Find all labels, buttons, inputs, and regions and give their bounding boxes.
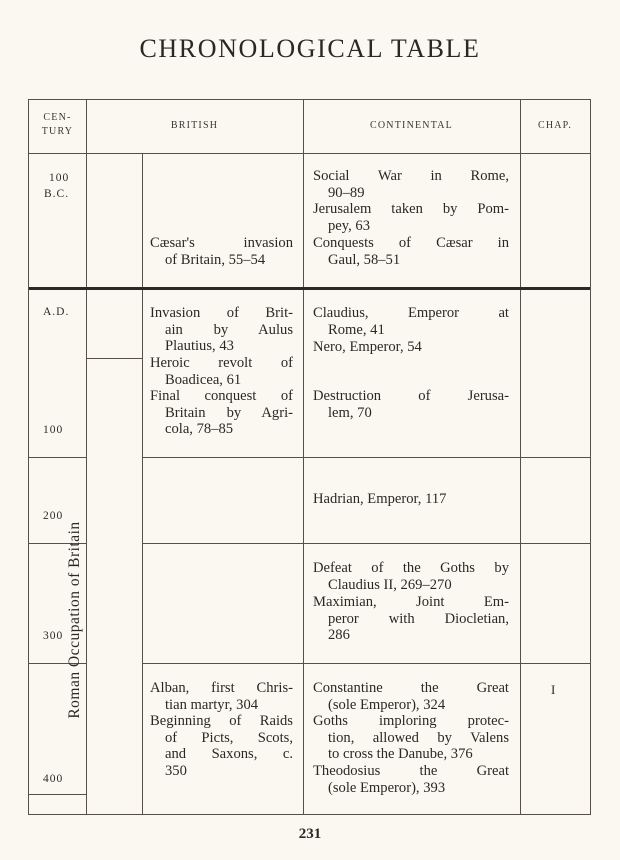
entry-line: Defeat of the Goths by	[313, 560, 509, 576]
row-divider	[29, 663, 86, 664]
continental-maximian-entry: Maximian, Joint Em- peror with Diocletia…	[313, 594, 509, 644]
entry-line: Britain by Agri-	[165, 404, 293, 421]
entry-line: Alban, first Chris-	[150, 680, 293, 696]
header-british: BRITISH	[170, 120, 219, 131]
continental-theodosius-entry: Theodosius the Great (sole Emperor), 393	[313, 763, 509, 796]
century-300: 300	[43, 630, 64, 642]
continental-goths-protection-entry: Goths imploring protec- tion, allowed by…	[313, 713, 509, 763]
century-400: 400	[43, 773, 64, 785]
british-raids-entry: Beginning of Raids of Picts, Scots, and …	[150, 713, 293, 779]
chapter-number: I	[551, 682, 556, 697]
entry-line: Final conquest of	[150, 388, 293, 404]
century-bc-label: B.C.	[44, 188, 70, 200]
entry-line: 286	[328, 627, 350, 644]
continental-claudius-entry: Claudius, Emperor at Rome, 41	[313, 305, 509, 338]
entry-line: Invasion of Brit-	[150, 305, 293, 321]
british-revolt-entry: Heroic revolt of Boadicea, 61	[150, 355, 293, 388]
entry-line: Social War in Rome,	[313, 168, 509, 184]
entry-line: Theodosius the Great	[313, 763, 509, 779]
entry-line: tion, allowed by Valens	[328, 729, 509, 746]
entry-line: cola, 78–85	[165, 421, 234, 438]
british-conquest-entry: Final conquest of Britain by Agri- cola,…	[150, 388, 293, 438]
entry-line: Conquests of Cæsar in	[313, 235, 509, 251]
continental-hadrian-entry: Hadrian, Emperor, 117	[313, 491, 509, 508]
header-chap: CHAP.	[537, 120, 573, 131]
entry-line: Claudius, Emperor at	[313, 305, 509, 321]
entry-line: lem, 70	[328, 404, 372, 421]
entry-line: and Saxons, c.	[165, 746, 293, 763]
entry-line: 90–89	[328, 184, 365, 201]
entry-line: 350	[165, 762, 187, 779]
continental-jerusalem-entry: Jerusalem taken by Pom- pey, 63	[313, 201, 509, 234]
century-100-bc: 100	[49, 172, 70, 184]
row-divider	[142, 663, 590, 664]
entry-line: Nero, Emperor, 54	[313, 339, 422, 355]
row-divider	[86, 358, 142, 359]
header-century-line2: TURY	[41, 126, 74, 137]
british-invasion-entry: Invasion of Brit- ain by Aulus Plautius,…	[150, 305, 293, 355]
continental-destruction-entry: Destruction of Jerusa- lem, 70	[313, 388, 509, 421]
british-alban-entry: Alban, first Chris- tian martyr, 304	[150, 680, 293, 713]
page-number: 231	[298, 826, 322, 842]
entry-line: pey, 63	[328, 217, 371, 234]
entry-line: Gaul, 58–51	[328, 251, 401, 268]
entry-line: Destruction of Jerusa-	[313, 388, 509, 404]
entry-line: Hadrian, Emperor, 117	[313, 491, 447, 507]
row-divider	[29, 794, 86, 795]
entry-line: to cross the Danube, 376	[328, 746, 473, 763]
chronological-table: CEN- TURY BRITISH CONTINENTAL CHAP. 100 …	[28, 99, 591, 815]
continental-gaul-entry: Conquests of Cæsar in Gaul, 58–51	[313, 235, 509, 268]
entry-line: Cæsar's invasion	[150, 235, 293, 251]
row-divider	[142, 543, 590, 544]
entry-line: of Picts, Scots,	[165, 729, 293, 746]
entry-line: Beginning of Raids	[150, 713, 293, 729]
bc-ad-divider	[29, 287, 590, 290]
row-divider	[29, 543, 86, 544]
entry-line: of Britain, 55–54	[165, 251, 266, 268]
entry-line: Goths imploring protec-	[313, 713, 509, 729]
century-ad-label: A.D.	[43, 306, 70, 318]
entry-line: Constantine the Great	[313, 680, 509, 696]
british-caesar-entry: Cæsar's invasion of Britain, 55–54	[150, 235, 293, 268]
entry-line: tian martyr, 304	[165, 696, 259, 713]
row-divider	[29, 457, 86, 458]
entry-line: Rome, 41	[328, 321, 385, 338]
century-100-ad: 100	[43, 424, 64, 436]
header-century-line1: CEN-	[43, 112, 72, 123]
entry-line: (sole Emperor), 324	[328, 696, 446, 713]
century-200: 200	[43, 510, 64, 522]
continental-constantine-entry: Constantine the Great (sole Emperor), 32…	[313, 680, 509, 713]
roman-occupation-label: Roman Occupation of Britain	[66, 521, 83, 719]
continental-nero-entry: Nero, Emperor, 54	[313, 339, 509, 356]
entry-line: Heroic revolt of	[150, 355, 293, 371]
header-century: CEN- TURY	[29, 111, 86, 139]
entry-line: ain by Aulus	[165, 321, 293, 338]
header-rule	[29, 153, 590, 154]
entry-line: (sole Emperor), 393	[328, 779, 446, 796]
page-title: CHRONOLOGICAL TABLE	[139, 34, 481, 63]
entry-line: Claudius II, 269–270	[328, 576, 452, 593]
entry-line: peror with Diocletian,	[328, 610, 509, 627]
entry-line: Jerusalem taken by Pom-	[313, 201, 509, 217]
entry-line: Boadicea, 61	[165, 371, 242, 388]
entry-line: Plautius, 43	[165, 338, 234, 355]
continental-social-war-entry: Social War in Rome, 90–89	[313, 168, 509, 201]
continental-goths-entry: Defeat of the Goths by Claudius II, 269–…	[313, 560, 509, 593]
column-divider	[142, 153, 143, 814]
column-divider	[86, 100, 87, 814]
row-divider	[142, 457, 590, 458]
header-continental: CONTINENTAL	[370, 120, 453, 131]
entry-line: Maximian, Joint Em-	[313, 594, 509, 610]
